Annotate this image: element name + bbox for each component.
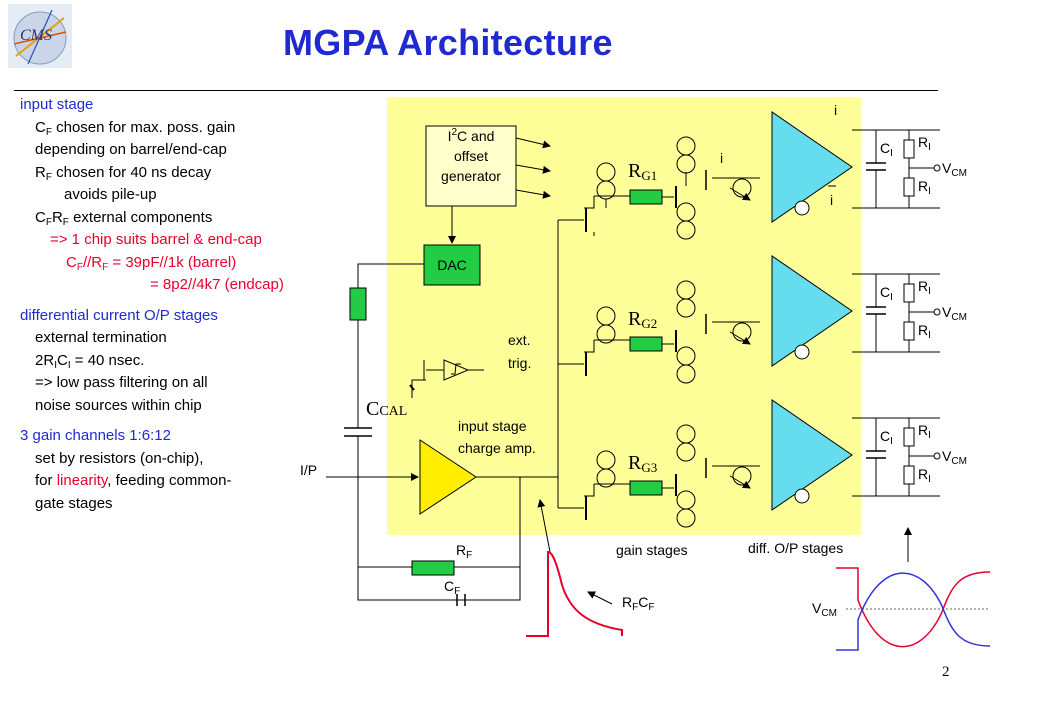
diff-stages-heading: differential current O/P stages [20, 306, 218, 324]
barrel-line: CF//RF = 39pF//1k (barrel) [66, 253, 237, 273]
rc-line: 2RICI = 40 nsec. [35, 351, 145, 371]
gain-stage-3 [584, 424, 760, 528]
diff-amp-1 [771, 111, 941, 223]
input-stage-label-2: charge amp. [458, 440, 536, 456]
svg-text:CMS: CMS [20, 27, 52, 44]
gain-stage-1 [584, 136, 760, 240]
dac-label: DAC [437, 257, 467, 273]
ri-label-2b: RI [918, 322, 931, 341]
rf-label: RF [456, 542, 473, 561]
pulse-shape [526, 550, 623, 637]
ccal-label: CCAL [366, 398, 408, 420]
endcap-line: = 8p2//4k7 (endcap) [150, 276, 284, 293]
input-stage-label-1: input stage [458, 418, 527, 434]
ri-label-3a: RI [918, 422, 931, 441]
i-label-mid: i [720, 150, 724, 166]
i-label-top: i [834, 102, 838, 118]
ip-label: I/P [300, 462, 318, 478]
rf-chosen-line: RF chosen for 40 ns decay [35, 163, 212, 183]
ci-label-1: CI [880, 140, 893, 159]
ci-label-2: CI [880, 284, 893, 303]
linearity-line: for linearity, feeding common- [35, 472, 232, 489]
ext-term-line: external termination [35, 329, 167, 346]
i2c-box [425, 125, 517, 207]
cf-label: CF [444, 578, 461, 597]
rg3-label: RG3 [628, 452, 658, 475]
i2c-label: I2C and offset generator [441, 127, 501, 185]
dac-resistor [349, 287, 367, 321]
vcm-label-2: VCM [942, 304, 967, 323]
ci-label-3: CI [880, 428, 893, 447]
set-by-line: set by resistors (on-chip), [35, 449, 204, 467]
title-divider [14, 90, 938, 91]
ri-label-2a: RI [918, 278, 931, 297]
noise-line: noise sources within chip [35, 396, 202, 414]
ri-label-1b: RI [918, 178, 931, 197]
ri-label-3b: RI [918, 466, 931, 485]
page-number: 2 [942, 664, 950, 680]
vcm-output-label: VCM [812, 600, 837, 619]
rg2-label: RG2 [628, 308, 658, 331]
gate-line: gate stages [35, 494, 113, 512]
avoids-line: avoids pile-up [64, 186, 157, 203]
rf-resistor [411, 560, 455, 576]
vcm-label-1: VCM [942, 160, 967, 179]
diff-amp-2 [771, 255, 941, 367]
diff-output-waveform [836, 567, 991, 651]
i-bar-label: i [830, 192, 834, 208]
charge-amp [419, 439, 477, 515]
trig-label: trig. [508, 355, 532, 371]
ri-label-1a: RI [918, 134, 931, 153]
cms-logo: CMS [8, 4, 72, 68]
input-stage-heading: input stage [20, 96, 94, 113]
depending-line: depending on barrel/end-cap [35, 141, 227, 158]
vcm-label-3: VCM [942, 448, 967, 467]
cfrf-line: CFRF external components [35, 208, 213, 228]
diff-stages-label: diff. O/P stages [748, 540, 844, 556]
diff-amp-3 [771, 399, 941, 511]
rg1-label: RG1 [628, 160, 658, 183]
description-text: input stage CF chosen for max. poss. gai… [20, 94, 350, 515]
cf-chosen-line: CF chosen for max. poss. gain [35, 118, 236, 138]
low-pass-line: => low pass filtering on all [35, 374, 208, 391]
one-chip-line: => 1 chip suits barrel & end-cap [50, 231, 262, 248]
gain-channels-heading: 3 gain channels 1:6:12 [20, 427, 171, 444]
ext-label: ext. [508, 332, 531, 348]
gain-stage-2 [584, 280, 760, 384]
rfcf-label: RFCF [622, 594, 655, 613]
gain-stages-label: gain stages [616, 542, 688, 558]
page-title: MGPA Architecture [283, 22, 613, 63]
dac-box [423, 244, 481, 286]
